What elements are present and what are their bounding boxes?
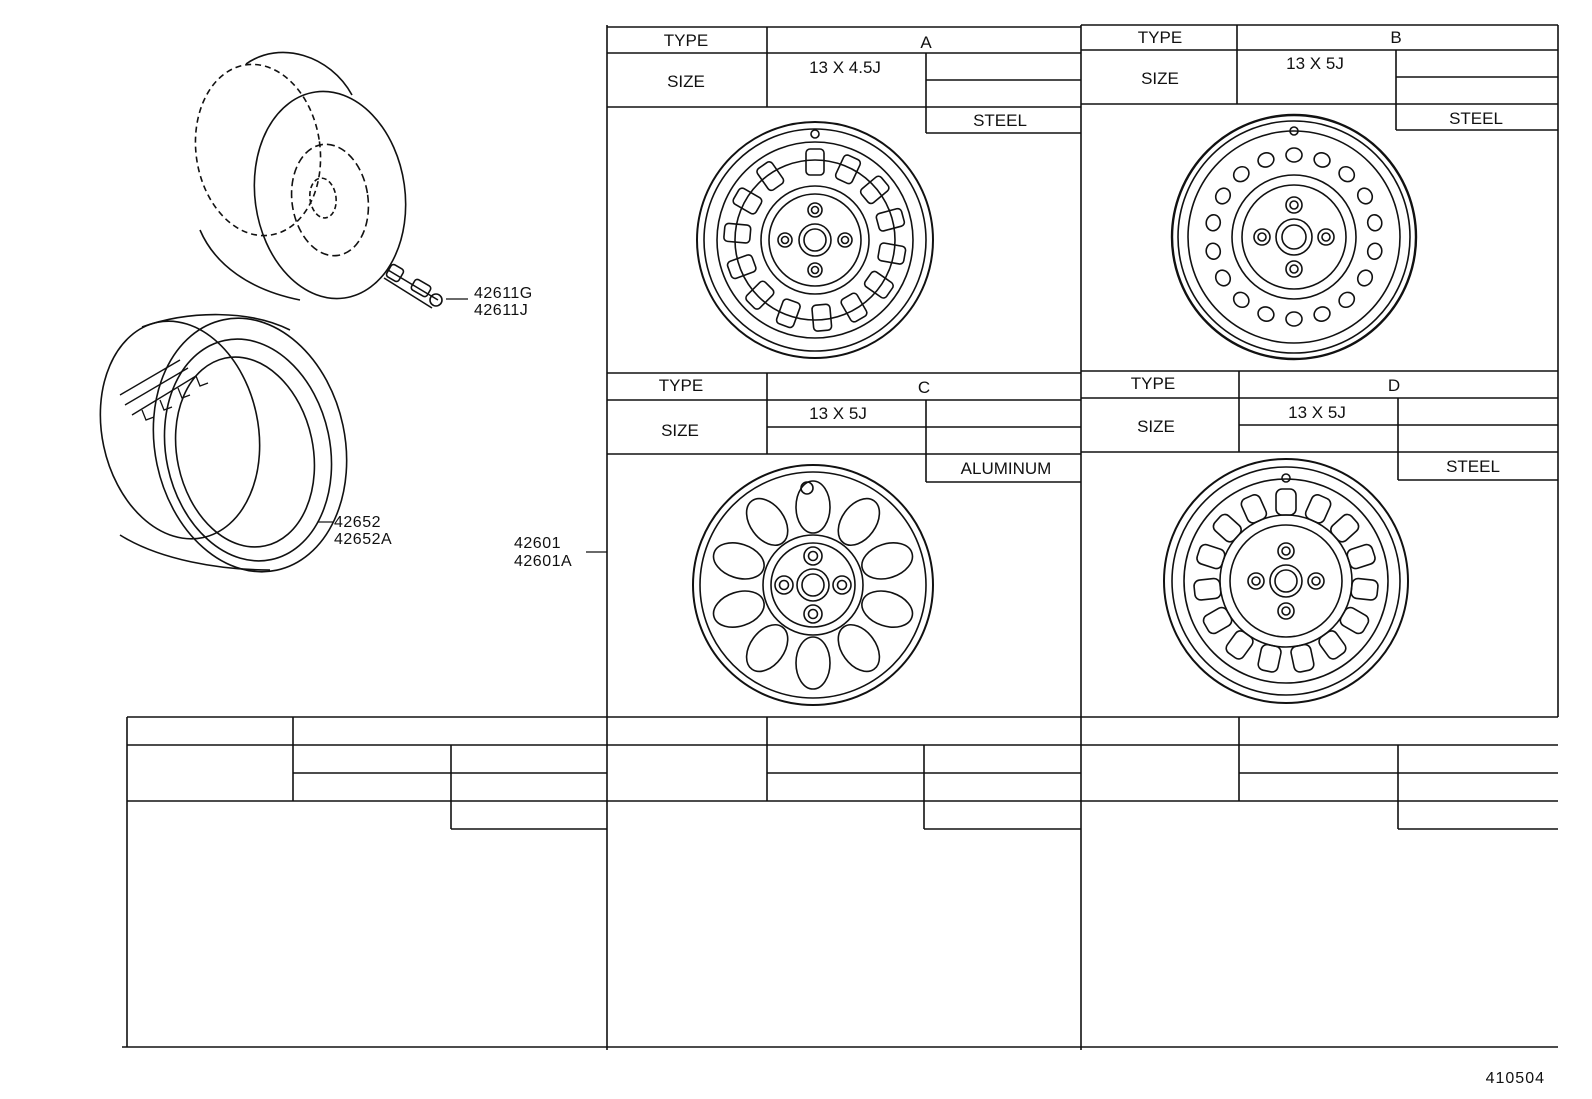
size-a-value: 13 X 4.5J	[809, 58, 881, 77]
part-tire-2: 42652A	[334, 531, 392, 548]
part-number-labels: 42611G 42611J 42652 42652A 42601 42601A …	[334, 285, 1545, 1087]
valve-drawing	[383, 263, 468, 309]
material-a: STEEL	[973, 111, 1027, 130]
type-a-value: A	[920, 33, 932, 52]
diagram-code: 410504	[1486, 1070, 1545, 1087]
size-b-value: 13 X 5J	[1286, 54, 1344, 73]
tire-drawing	[99, 313, 348, 573]
wheel-assembly-drawing	[194, 51, 407, 301]
part-valve-1: 42611G	[474, 285, 533, 302]
part-tire-1: 42652	[334, 514, 381, 531]
type-a-label: TYPE	[664, 31, 708, 50]
part-wheel-1: 42601	[514, 535, 561, 552]
type-c-value: C	[918, 378, 930, 397]
wheel-d-drawing	[1163, 458, 1409, 704]
wheel-c-drawing	[692, 464, 934, 706]
size-d-label: SIZE	[1137, 417, 1175, 436]
type-d-value: D	[1388, 376, 1400, 395]
wheel-b-drawing	[1170, 113, 1418, 361]
type-b-value: B	[1390, 28, 1401, 47]
size-d-value: 13 X 5J	[1288, 403, 1346, 422]
part-wheel-2: 42601A	[514, 553, 572, 570]
size-c-value: 13 X 5J	[809, 404, 867, 423]
size-a-label: SIZE	[667, 72, 705, 91]
type-c-label: TYPE	[659, 376, 703, 395]
material-d: STEEL	[1446, 457, 1500, 476]
wheel-a-drawing	[696, 121, 934, 359]
type-d-label: TYPE	[1131, 374, 1175, 393]
part-valve-2: 42611J	[474, 302, 528, 319]
material-b: STEEL	[1449, 109, 1503, 128]
spec-table-grid	[606, 24, 1559, 1050]
size-b-label: SIZE	[1141, 69, 1179, 88]
type-b-label: TYPE	[1138, 28, 1182, 47]
spec-table-text: TYPE A SIZE 13 X 4.5J STEEL TYPE B SIZE …	[659, 28, 1503, 478]
size-c-label: SIZE	[661, 421, 699, 440]
material-c: ALUMINUM	[961, 459, 1052, 478]
empty-table-grid	[122, 716, 1558, 1048]
